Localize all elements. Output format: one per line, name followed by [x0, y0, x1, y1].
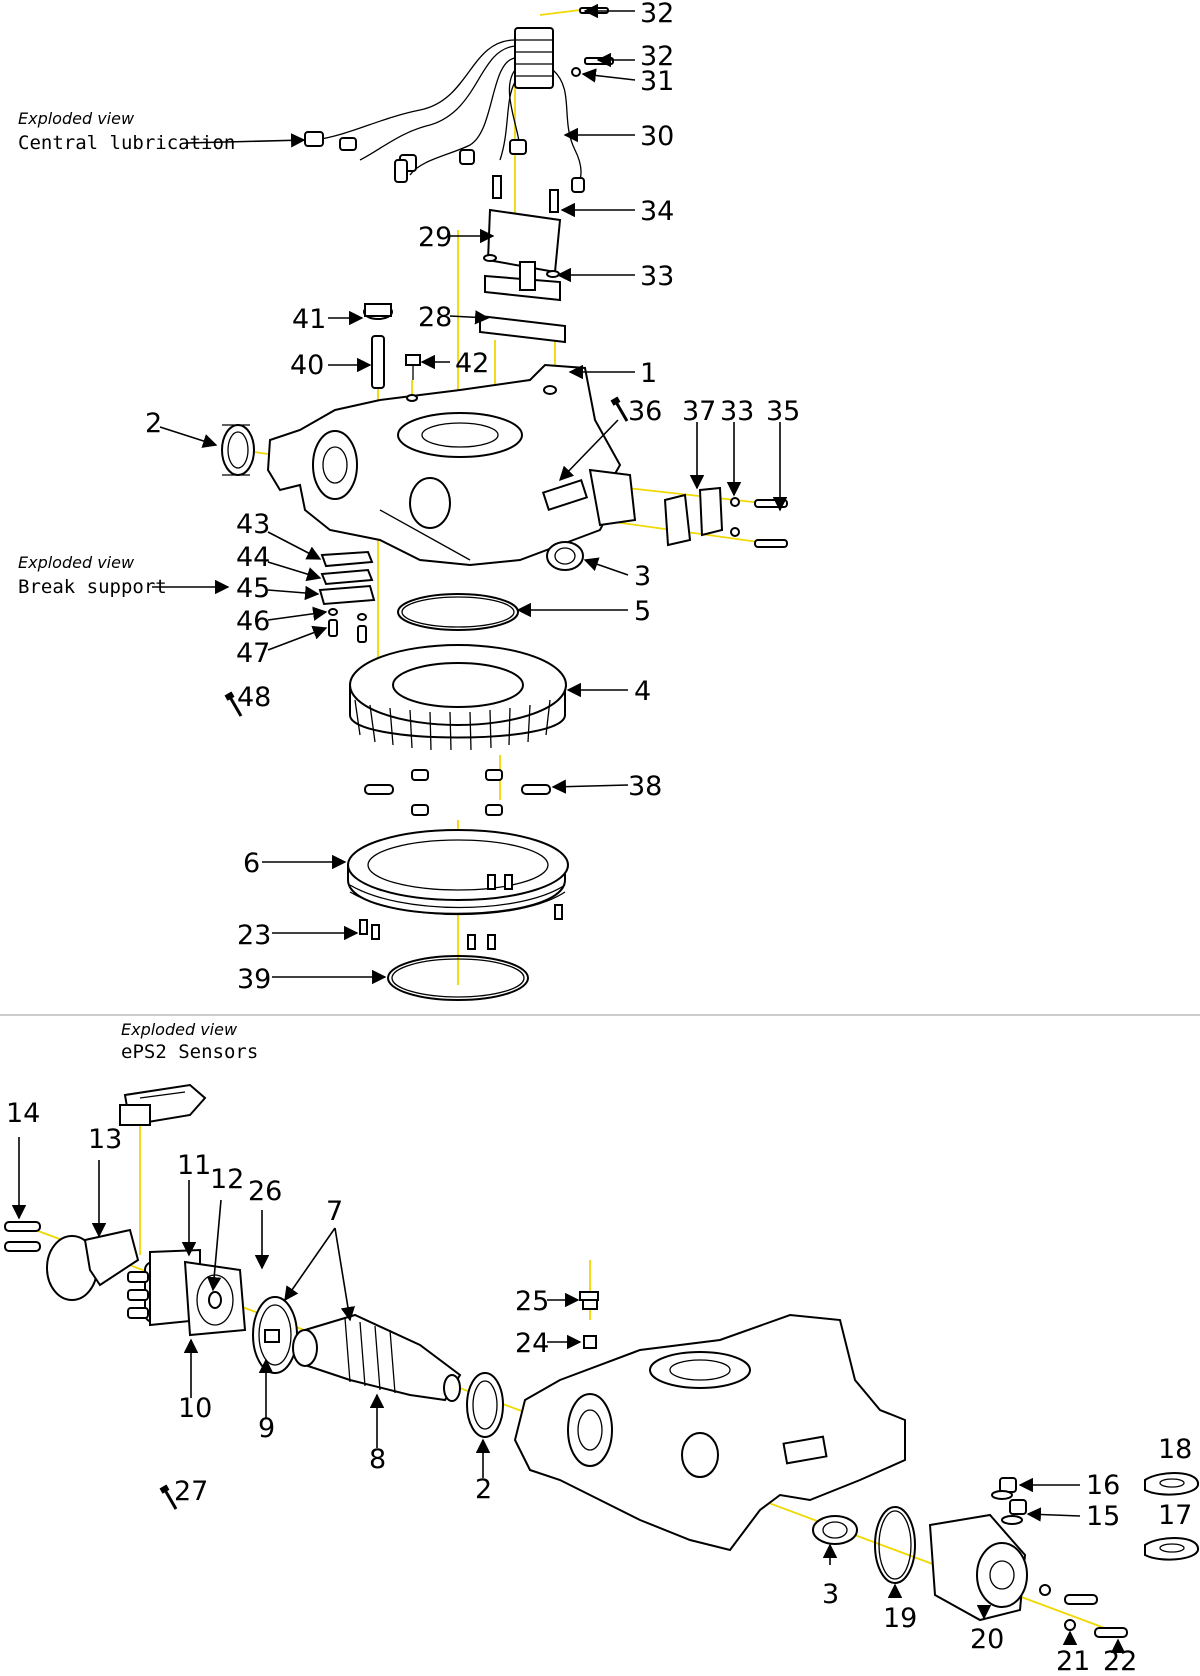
- clamp-plates: [663, 486, 788, 548]
- sensor-disc: [252, 1296, 298, 1374]
- label-42: 42: [455, 348, 489, 379]
- lubrication-distributor: [304, 7, 614, 193]
- label-14: 14: [6, 1098, 40, 1129]
- sensor-motor: [127, 1248, 247, 1337]
- label-2-lower: 2: [475, 1474, 492, 1505]
- caption-sensors-bottom: ePS2 Sensors: [121, 1041, 258, 1063]
- label-40: 40: [290, 350, 324, 381]
- splined-shaft: [292, 1313, 462, 1402]
- label-30: 30: [640, 121, 674, 152]
- label-13: 13: [88, 1124, 122, 1155]
- label-33a: 33: [640, 261, 674, 292]
- part-numbers-lower: 14 13 11 12 26 7 25 24 10 9 8 2 27 18 16…: [6, 1098, 1192, 1676]
- label-35: 35: [766, 396, 800, 427]
- label-25: 25: [515, 1286, 549, 1317]
- axle-housing: [266, 363, 637, 567]
- caption-brake-bottom: Break support: [18, 576, 167, 598]
- label-47: 47: [236, 638, 270, 669]
- drive-motor: [928, 1477, 1128, 1638]
- label-34: 34: [640, 196, 674, 227]
- label-12: 12: [210, 1164, 244, 1195]
- wrench-icon: [159, 1484, 178, 1510]
- label-44: 44: [236, 542, 270, 573]
- label-21: 21: [1056, 1646, 1090, 1676]
- label-19: 19: [883, 1603, 917, 1634]
- label-3: 3: [634, 561, 651, 592]
- label-16: 16: [1086, 1470, 1120, 1501]
- slewing-ring-6: [347, 829, 569, 916]
- label-7: 7: [326, 1196, 343, 1227]
- label-45: 45: [236, 573, 270, 604]
- label-6: 6: [243, 848, 260, 879]
- label-20: 20: [970, 1624, 1004, 1655]
- label-5: 5: [634, 596, 651, 627]
- label-15: 15: [1086, 1501, 1120, 1532]
- label-3-lower: 3: [822, 1579, 839, 1610]
- label-9: 9: [258, 1413, 275, 1444]
- washers: [1144, 1472, 1199, 1561]
- bearing-2-lower: [466, 1372, 504, 1438]
- leader-lines-lower: [11, 1137, 1126, 1653]
- label-1: 1: [640, 358, 657, 389]
- label-36: 36: [628, 396, 662, 427]
- ring-gear-4: [349, 644, 567, 751]
- label-37: 37: [682, 396, 716, 427]
- label-17: 17: [1158, 1500, 1192, 1531]
- brake-support-parts: [318, 550, 376, 643]
- part-numbers-upper: 32 32 31 30 34 29 33 28 41 40 42 1 2 36 …: [145, 0, 800, 995]
- label-29: 29: [418, 222, 452, 253]
- label-4: 4: [634, 676, 651, 707]
- axle-housing-lower: [513, 1313, 906, 1552]
- label-32b: 32: [640, 41, 674, 72]
- label-23: 23: [237, 920, 271, 951]
- label-43: 43: [236, 509, 270, 540]
- label-39: 39: [237, 964, 271, 995]
- label-10: 10: [178, 1393, 212, 1424]
- label-18: 18: [1158, 1434, 1192, 1465]
- label-22: 22: [1103, 1646, 1137, 1676]
- label-28: 28: [418, 302, 452, 333]
- label-41: 41: [292, 304, 326, 335]
- label-2: 2: [145, 408, 162, 439]
- pins-38: [364, 769, 551, 816]
- caption-lube-bottom: Central lubrication: [18, 132, 235, 154]
- bolts-23: [359, 874, 563, 950]
- o-ring-39: [387, 955, 529, 1001]
- sensor-connector: [119, 1083, 207, 1127]
- bushing-parts: [363, 303, 421, 389]
- o-ring-5: [397, 593, 519, 631]
- label-31: 31: [640, 66, 674, 97]
- label-46: 46: [236, 606, 270, 637]
- caption-brake-top: Exploded view: [18, 553, 135, 572]
- upper-diagram: 32 32 31 30 34 29 33 28 41 40 42 1 2 36 …: [18, 0, 800, 1001]
- label-32a: 32: [640, 0, 674, 29]
- wrench-icon: [610, 396, 629, 422]
- caption-lube-top: Exploded view: [18, 109, 135, 128]
- sensor-cover: [46, 1228, 140, 1301]
- label-33b: 33: [720, 396, 754, 427]
- caption-sensors-top: Exploded view: [121, 1020, 238, 1039]
- mounting-plate: [479, 175, 566, 344]
- label-8: 8: [369, 1444, 386, 1475]
- label-38: 38: [628, 771, 662, 802]
- label-48: 48: [237, 682, 271, 713]
- leader-lines-upper: [152, 3, 788, 985]
- label-26: 26: [248, 1176, 282, 1207]
- label-11: 11: [177, 1150, 211, 1181]
- wrench-icon: [224, 691, 243, 717]
- label-24: 24: [515, 1328, 549, 1359]
- lower-diagram: 14 13 11 12 26 7 25 24 10 9 8 2 27 18 16…: [4, 1020, 1199, 1676]
- bushing-3: [546, 541, 584, 571]
- bearing-2: [221, 424, 255, 476]
- label-27: 27: [174, 1476, 208, 1507]
